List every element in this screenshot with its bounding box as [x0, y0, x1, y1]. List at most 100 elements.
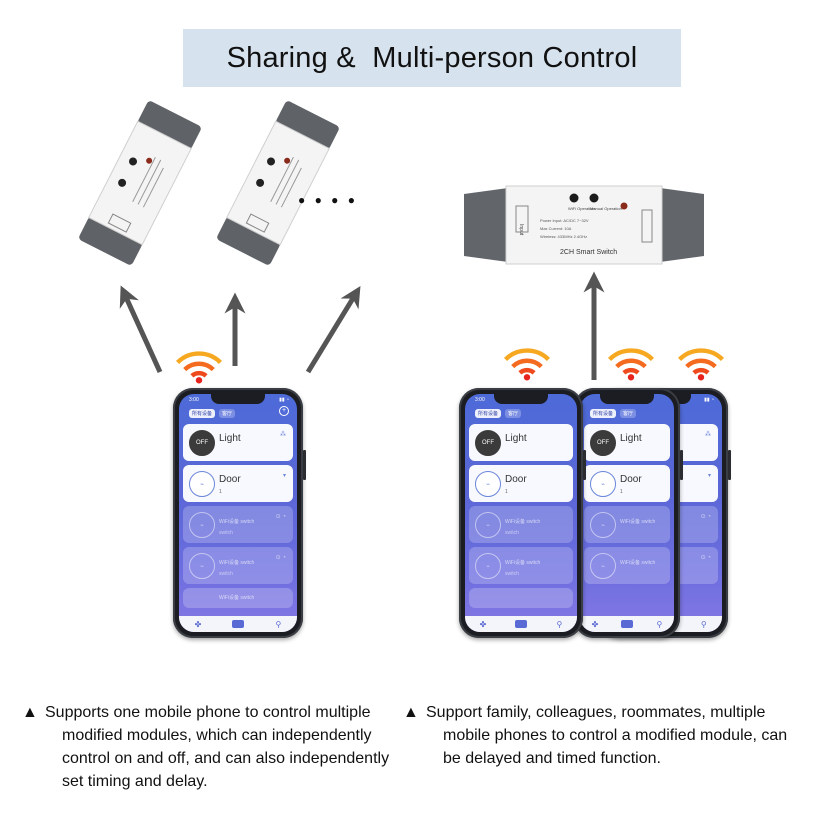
phone-notch — [600, 394, 654, 404]
status-icons: ▮▮ ◔ — [704, 397, 714, 403]
module-spec-line: Wireless: 433MHz 2.4GHz — [540, 234, 587, 239]
device-card-door[interactable]: ⌁ Door 1 — [469, 465, 573, 502]
device-card-offline[interactable]: ⌁ WiFi设备 switch switch ⊙ ◔ — [183, 506, 293, 543]
device-sub: switch — [505, 571, 519, 577]
device-card-light[interactable]: OFF Light ⁂ — [183, 424, 293, 461]
status-time: 3:00 — [189, 397, 199, 403]
device-card-door[interactable]: ⌁ Door 1 ▾ — [183, 465, 293, 502]
device-card-offline[interactable]: ⌁ WiFi设备 switch — [584, 547, 670, 584]
module-input-tag: Input — [518, 224, 524, 236]
nav-devices-icon[interactable] — [232, 620, 245, 628]
device-card-light[interactable]: OFF Light — [584, 424, 670, 461]
module-button-label: Manual Operation — [590, 206, 622, 211]
smart-switch-module — [217, 101, 339, 265]
device-sub: switch — [219, 530, 233, 536]
device-status-icon: ⊙ ◔ — [275, 514, 286, 520]
device-name: Door — [505, 474, 527, 485]
plug-icon: ⌁ — [475, 512, 501, 538]
device-name: Light — [620, 433, 642, 444]
tab-all-devices[interactable]: 所有设备 — [475, 408, 502, 418]
title-banner: Sharing & Multi-person Control — [183, 29, 681, 87]
phone-screen: 3:00 所有设备 客厅 OFF Light ⌁ Door 1 ⌁ WiFi设备… — [465, 394, 577, 632]
phone-side-button — [680, 450, 683, 480]
plug-icon: ⌁ — [189, 553, 215, 579]
tab-all-devices[interactable]: 所有设备 — [189, 408, 216, 418]
device-name: Light — [505, 433, 527, 444]
bottom-nav: ✤ ⚲ — [179, 616, 297, 632]
nav-home-icon[interactable]: ✤ — [479, 619, 487, 629]
device-name: WiFi设备 switch — [620, 519, 656, 525]
arrow-up-left — [119, 285, 163, 374]
device-card-offline[interactable]: WiFi设备 switch — [183, 588, 293, 608]
tab-room[interactable]: 客厅 — [620, 408, 637, 418]
status-time: 3:00 — [475, 397, 485, 403]
smart-switch-module — [79, 101, 201, 265]
power-off-icon[interactable]: OFF — [475, 430, 501, 456]
nav-profile-icon[interactable]: ⚲ — [556, 619, 563, 629]
smartphone: 3:00 ▮▮ ◔ 所有设备 客厅 + OFF Light ⁂ ⌁ Door 1… — [173, 388, 306, 638]
device-sub: switch — [219, 571, 233, 577]
plug-icon: ⌁ — [475, 553, 501, 579]
power-off-icon[interactable]: OFF — [590, 430, 616, 456]
device-tabs: 所有设备 客厅 — [590, 408, 637, 418]
phone-side-button — [728, 450, 731, 480]
nav-devices-icon[interactable] — [621, 620, 634, 628]
device-share-icon: ⁂ — [705, 432, 711, 438]
device-status-icon: ⊙ ◔ — [275, 555, 286, 561]
plug-icon[interactable]: ⌁ — [475, 471, 501, 497]
wifi-icon — [502, 345, 552, 381]
plug-icon[interactable]: ⌁ — [189, 471, 215, 497]
phone-notch — [494, 394, 548, 404]
plug-icon[interactable]: ⌁ — [590, 471, 616, 497]
nav-home-icon[interactable]: ✤ — [194, 619, 202, 629]
caption-right: ▲Support family, colleagues, roommates, … — [403, 704, 788, 767]
module-spec-line: Max Current: 10A — [540, 226, 572, 231]
device-tabs: 所有设备 客厅 — [475, 408, 522, 418]
device-sub: switch — [505, 530, 519, 536]
module-button-label: WiFi Operation — [568, 206, 595, 211]
nav-profile-icon[interactable]: ⚲ — [275, 619, 282, 629]
device-name: Door — [219, 474, 241, 485]
device-card-offline[interactable]: ⌁ WiFi设备 switch — [584, 506, 670, 543]
plug-icon: ⌁ — [189, 512, 215, 538]
nav-devices-icon[interactable] — [515, 620, 528, 628]
device-card-offline[interactable]: ⌁ WiFi设备 switch switch — [469, 506, 573, 543]
plug-icon: ⌁ — [590, 512, 616, 538]
power-off-icon[interactable]: OFF — [189, 430, 215, 456]
device-card-offline[interactable]: ⌁ WiFi设备 switch switch ⊙ ◔ — [183, 547, 293, 584]
device-card-offline[interactable]: ⌁ WiFi设备 switch switch — [469, 547, 573, 584]
bottom-nav: ✤ ⚲ — [465, 616, 577, 632]
page-title: Sharing & Multi-person Control — [226, 41, 638, 74]
nav-profile-icon[interactable]: ⚲ — [656, 619, 663, 629]
phone-side-button — [583, 450, 586, 480]
caption-text: Supports one mobile phone to control mul… — [45, 704, 390, 790]
phone-screen: 所有设备 客厅 OFF Light ⌁ Door 1 ⌁ WiFi设备 swit… — [580, 394, 674, 632]
wifi-signal-icon: ▾ — [282, 473, 286, 479]
device-name: WiFi设备 switch — [219, 595, 255, 601]
tab-all-devices[interactable]: 所有设备 — [590, 408, 617, 418]
module-spec-line: Power Input: AC/DC 7~32V — [540, 218, 589, 223]
device-share-icon: ⁂ — [280, 432, 286, 438]
device-card-offline[interactable] — [469, 588, 573, 608]
device-name: WiFi设备 switch — [505, 519, 541, 525]
tab-room[interactable]: 客厅 — [505, 408, 522, 418]
status-icons: ▮▮ ◔ — [279, 397, 289, 403]
plug-icon: ⌁ — [590, 553, 616, 579]
phone-side-button — [303, 450, 306, 480]
modules-illustration-left — [79, 101, 339, 265]
device-card-light[interactable]: OFF Light — [469, 424, 573, 461]
wifi-icon — [174, 348, 224, 384]
tab-room[interactable]: 客厅 — [219, 408, 236, 418]
add-device-button[interactable]: + — [279, 406, 289, 416]
ellipsis-dots: ● ● ● ● — [298, 193, 358, 207]
nav-profile-icon[interactable]: ⚲ — [700, 619, 707, 629]
device-name: Door — [620, 474, 642, 485]
caption-left: ▲Supports one mobile phone to control mu… — [22, 704, 390, 790]
device-tabs: 所有设备 客厅 — [189, 408, 236, 418]
device-name: WiFi设备 switch — [505, 560, 541, 566]
device-card-door[interactable]: ⌁ Door 1 — [584, 465, 670, 502]
phone-screen: 3:00 ▮▮ ◔ 所有设备 客厅 + OFF Light ⁂ ⌁ Door 1… — [179, 394, 297, 632]
arrow-up-right — [305, 286, 361, 374]
nav-home-icon[interactable]: ✤ — [591, 619, 599, 629]
